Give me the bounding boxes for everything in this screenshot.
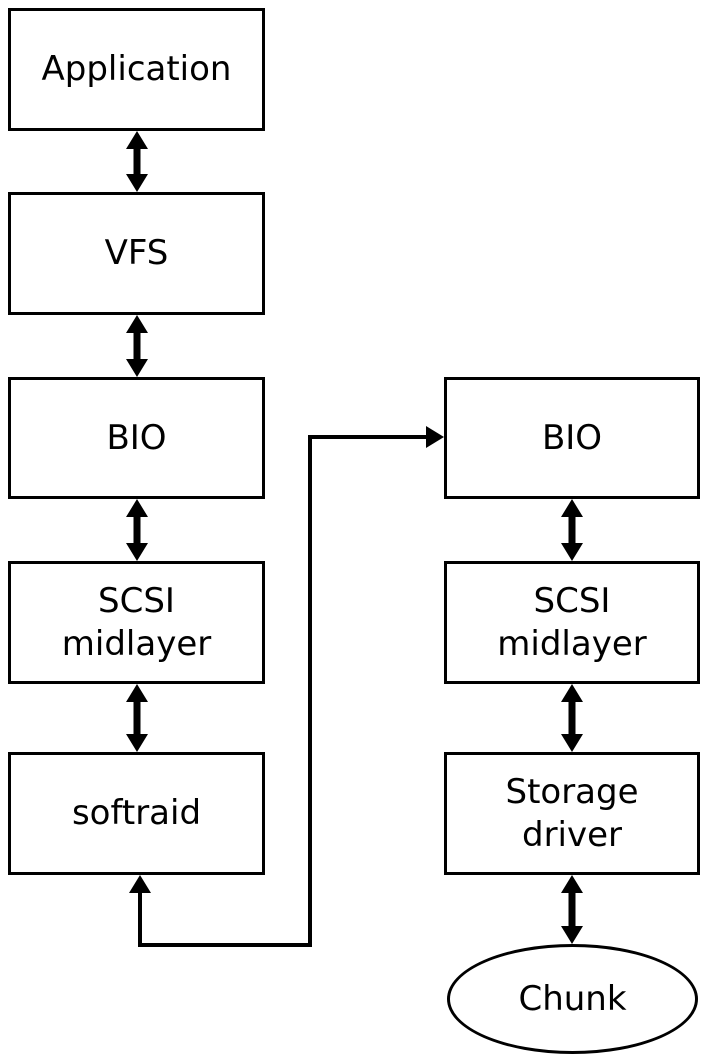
node-scsi-midlayer-right: SCSI midlayer (444, 561, 700, 684)
node-application: Application (8, 8, 265, 131)
node-softraid: softraid (8, 752, 265, 875)
node-vfs: VFS (8, 192, 265, 315)
arrow-storage-chunk (561, 875, 583, 944)
node-scsi-midlayer-left: SCSI midlayer (8, 561, 265, 684)
arrow-bio-scsi-right (561, 499, 583, 561)
node-bio-left: BIO (8, 377, 265, 499)
node-chunk: Chunk (447, 944, 698, 1054)
arrow-scsi-storage (561, 684, 583, 752)
arrow-vfs-bio (126, 315, 148, 377)
node-bio-right: BIO (444, 377, 700, 499)
arrow-scsi-softraid (126, 684, 148, 752)
node-storage-driver: Storage driver (444, 752, 700, 875)
arrow-bio-scsi-left (126, 499, 148, 561)
arrow-application-vfs (126, 131, 148, 192)
